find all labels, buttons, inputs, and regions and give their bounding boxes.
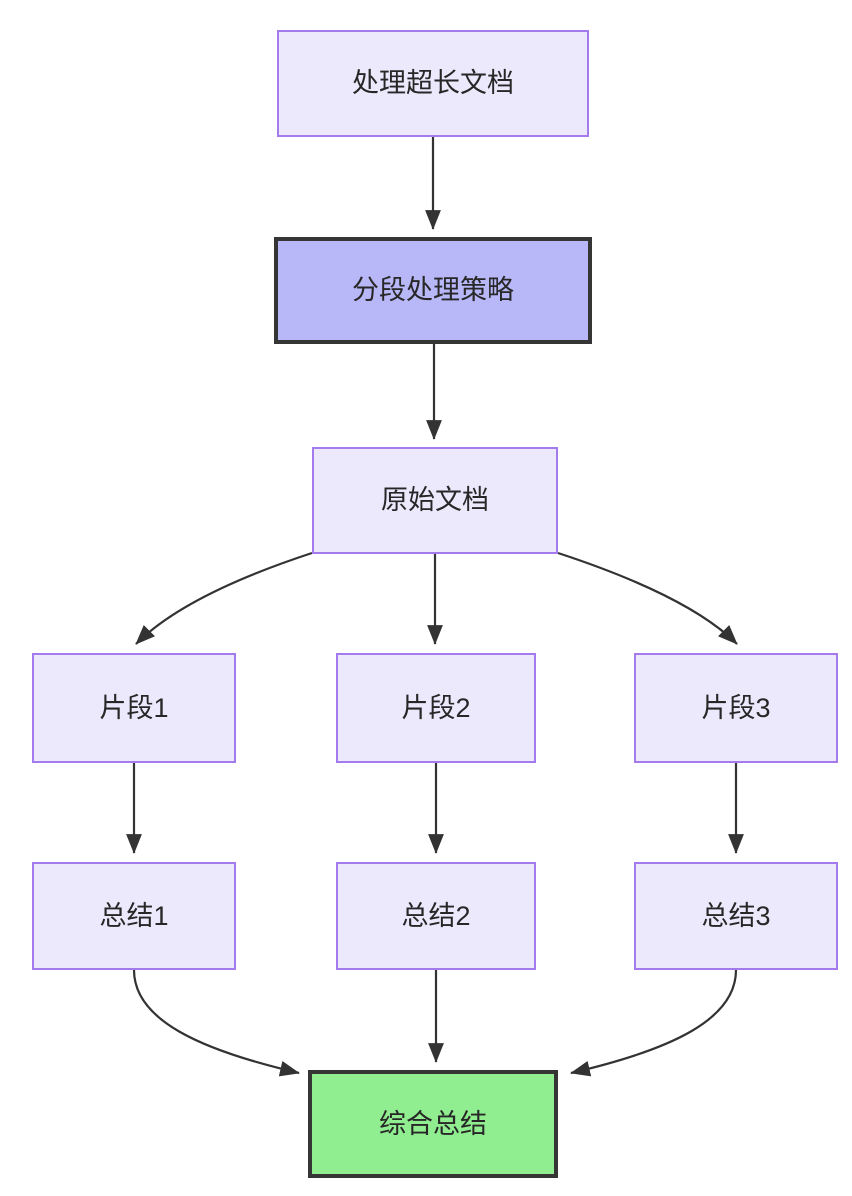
node-label: 片段3	[701, 692, 771, 723]
edge-n3-to-n4	[135, 551, 313, 645]
node-n9[interactable]: 总结3	[634, 862, 838, 970]
edge-n3-to-n6	[557, 551, 738, 645]
node-n3[interactable]: 原始文档	[312, 447, 558, 554]
node-label: 总结3	[701, 900, 771, 931]
edge-n9-to-n10	[570, 969, 738, 1077]
node-n8[interactable]: 总结2	[336, 862, 536, 970]
node-n7[interactable]: 总结1	[32, 862, 236, 970]
node-label: 片段2	[401, 692, 471, 723]
node-label: 片段1	[99, 692, 169, 723]
node-n1[interactable]: 处理超长文档	[277, 30, 589, 137]
node-label: 处理超长文档	[352, 68, 514, 99]
node-label: 总结1	[99, 900, 169, 931]
node-label: 分段处理策略	[352, 275, 514, 306]
edge-n7-to-n10	[132, 969, 300, 1077]
node-n6[interactable]: 片段3	[634, 653, 838, 763]
node-n5[interactable]: 片段2	[336, 653, 536, 763]
node-label: 总结2	[401, 900, 471, 931]
node-n2[interactable]: 分段处理策略	[274, 237, 592, 344]
node-n10[interactable]: 综合总结	[308, 1070, 558, 1178]
node-label: 综合总结	[379, 1108, 487, 1139]
edge-paths	[126, 137, 744, 1077]
node-label: 原始文档	[381, 485, 489, 516]
node-n4[interactable]: 片段1	[32, 653, 236, 763]
